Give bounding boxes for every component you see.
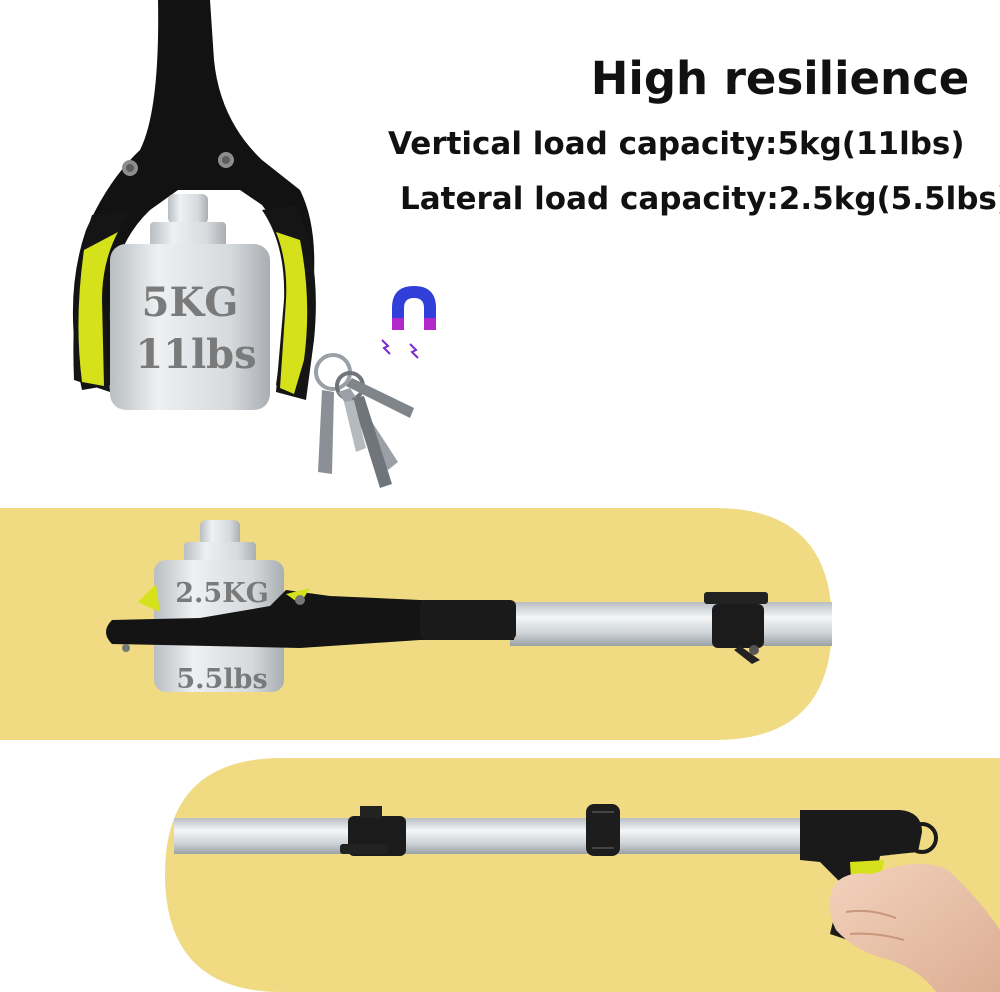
weight-middle-lbs: 5.5lbs (176, 664, 267, 695)
grabber-head-vertical (72, 0, 316, 400)
weight-top-lbs: 11lbs (135, 331, 256, 378)
weight-middle-kg: 2.5KG (175, 578, 269, 609)
weight-icon: 5KG 11lbs (110, 194, 270, 410)
grabber-head-lateral (106, 584, 516, 652)
page-title: High resilience (590, 52, 970, 105)
handle-panel (165, 758, 1000, 992)
keys-icon (314, 353, 414, 488)
weight-top-kg: 5KG (142, 279, 239, 326)
lateral-capacity-text: Lateral load capacity:2.5kg(5.5lbs) (400, 181, 1000, 217)
vertical-capacity-text: Vertical load capacity:5kg(11lbs) (388, 126, 965, 162)
magnet-icon (381, 286, 436, 359)
